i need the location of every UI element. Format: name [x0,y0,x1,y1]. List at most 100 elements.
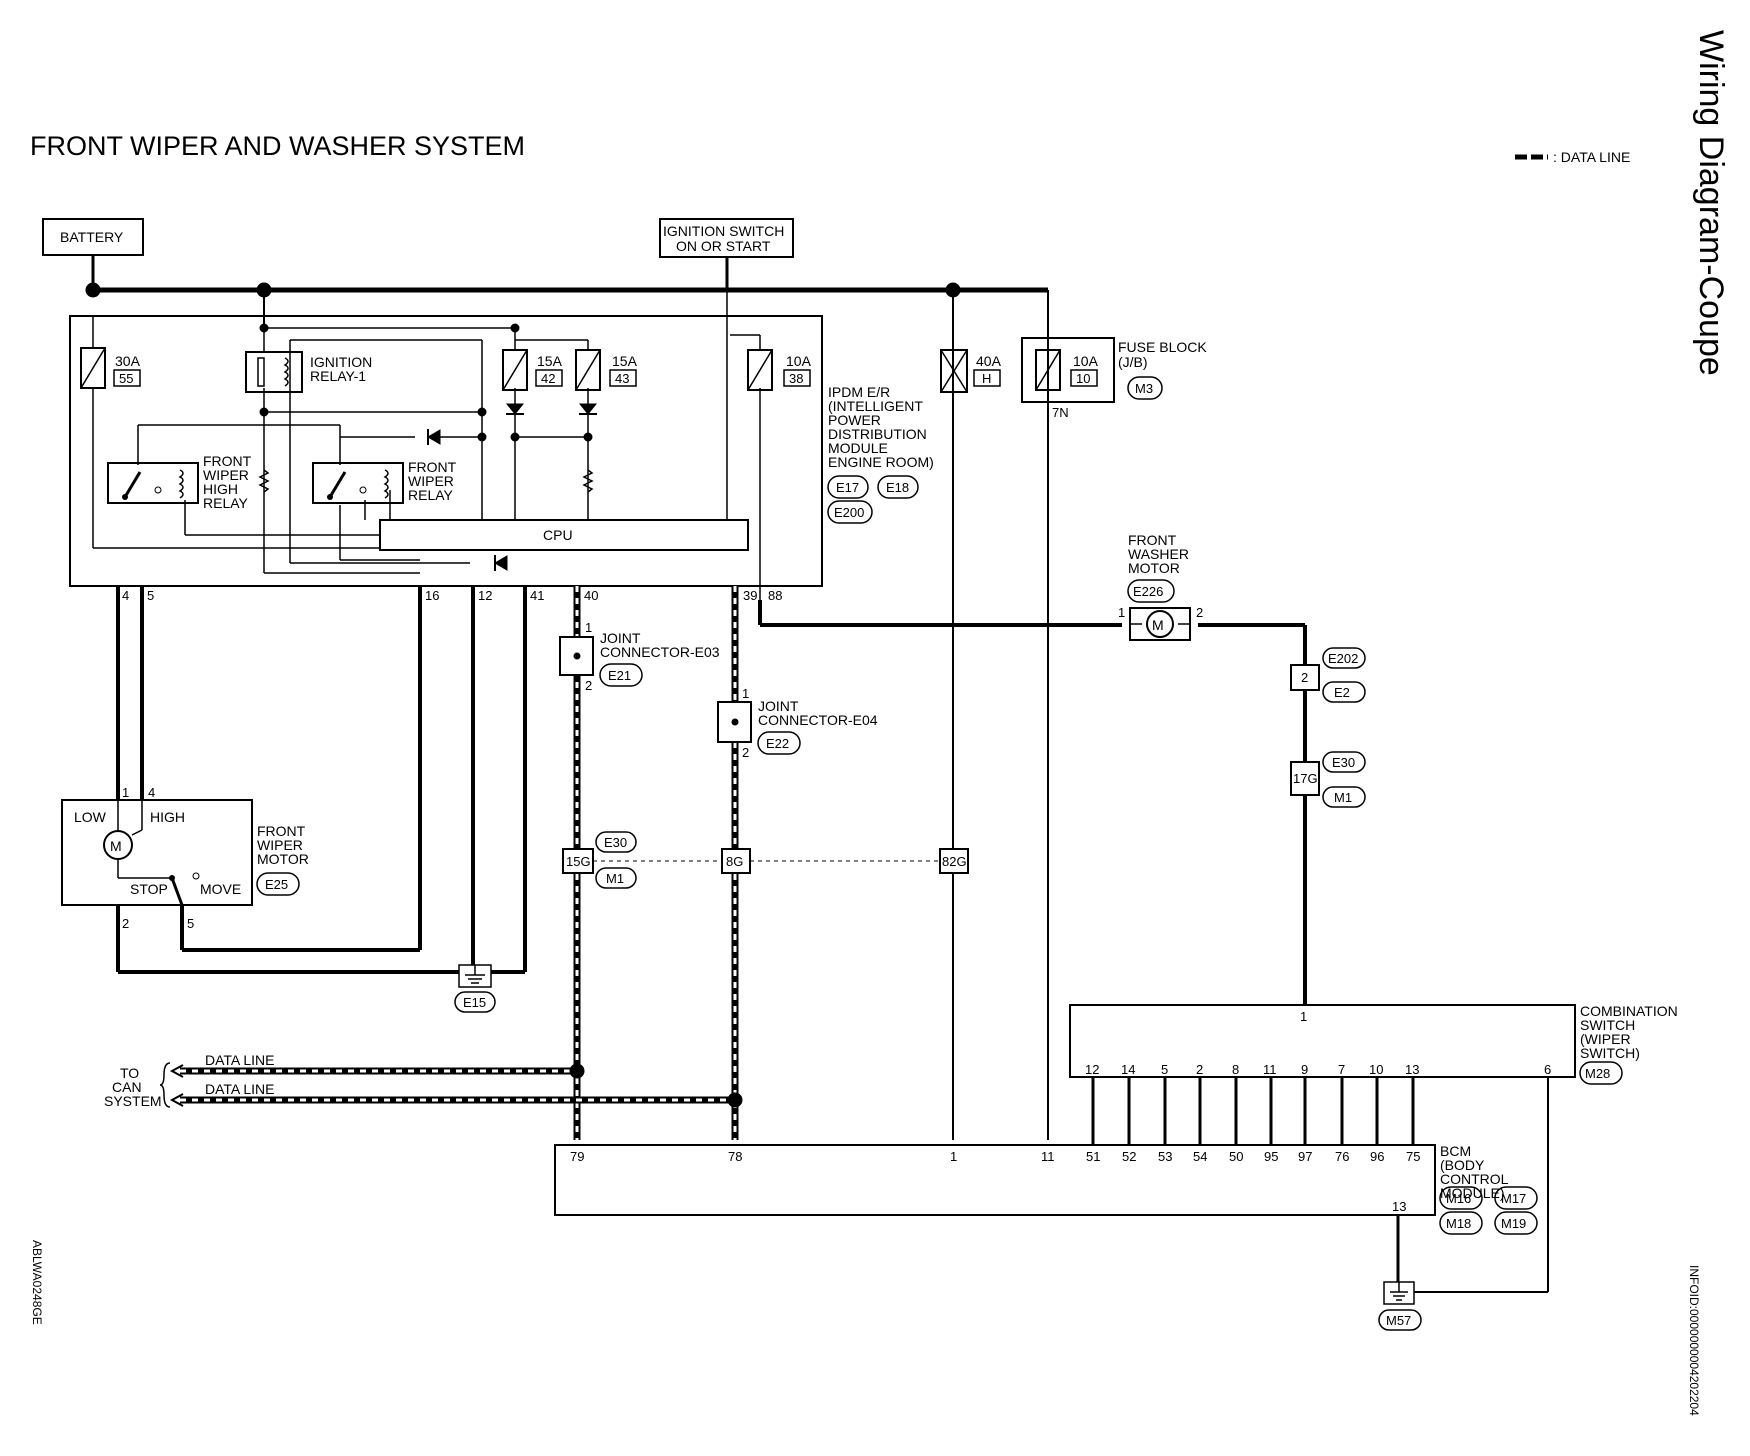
wiper-stop-label: STOP [130,881,168,897]
joint-connector-e03: 1 2 JOINT CONNECTOR-E03 E21 [559,620,720,693]
fuse-block-line1: FUSE BLOCK [1118,339,1207,355]
washer-pin-1: 1 [1118,605,1125,620]
fuse-40a-h: 40A H [940,349,1002,393]
fuse-40a-rating: 40A [976,353,1002,369]
ignition-relay: IGNITION RELAY-1 [245,351,372,393]
bcm-pin-1: 1 [950,1149,957,1164]
legend-label: : DATA LINE [1553,149,1630,165]
wiper-high-label: HIGH [150,809,185,825]
to-can-line3: SYSTEM [104,1093,162,1109]
combo-pin-2: 2 [1196,1062,1203,1077]
joint-e03-line1: JOINT [600,630,641,646]
ipdm-pin-39: 39 [743,588,757,603]
connector-e202: E202 [1328,651,1358,666]
joint-e04-pin2: 2 [742,745,749,760]
wiper-pin-5: 5 [187,916,194,931]
wiper-motor-line2: WIPER [257,837,303,853]
data-line-label-1: DATA LINE [205,1052,275,1068]
bcm-connector-m16: M16 [1446,1191,1471,1206]
front-wiper-motor: 1 4 2 5 LOW HIGH STOP MOVE M FRONT WIPER… [61,785,309,931]
high-relay-line3: HIGH [203,481,238,497]
wiper-motor-symbol: M [110,838,122,854]
ignition-relay-line2: RELAY-1 [310,368,366,384]
fuse-block: 10A 10 FUSE BLOCK (J/B) M3 7N [1021,337,1207,420]
ignition-switch-line2: ON OR START [676,238,771,254]
resistors [258,469,594,493]
ground-e15: E15 [454,964,496,1013]
ipdm-module [69,290,823,600]
info-id: INFOID:0000000004202204 [1687,1265,1701,1416]
ignition-relay-line1: IGNITION [310,354,372,370]
ipdm-line3: POWER [828,412,881,428]
combo-connector: M28 [1585,1066,1610,1081]
bcm-pin-78: 78 [728,1149,742,1164]
bcm-line4: MODULE) [1440,1185,1505,1201]
combo-line4: SWITCH) [1580,1045,1640,1061]
connector-15g: 15G [566,854,591,869]
wiper-pin-2: 2 [122,916,129,931]
combo-pin-12: 12 [1085,1062,1099,1077]
ipdm-connector-e17: E17 [836,480,859,495]
bcm-pin-13: 13 [1392,1199,1406,1214]
high-relay-line1: FRONT [203,453,252,469]
power-bus [85,255,1049,1140]
connector-e30-right: E30 [1332,755,1355,770]
to-can-line1: TO [120,1065,139,1081]
battery-label: BATTERY [60,229,124,245]
bcm-pin-97: 97 [1298,1149,1312,1164]
bcm-pin-51: 51 [1086,1149,1100,1164]
wiper-relay-line1: FRONT [408,459,457,475]
wiper-low-label: LOW [74,809,107,825]
fuse-15a-42-number: 42 [541,371,555,386]
wiper-motor-line1: FRONT [257,823,306,839]
bcm-pin-50: 50 [1229,1149,1243,1164]
ipdm-line4: DISTRIBUTION [828,426,927,442]
washer-motor-connector: E226 [1133,584,1163,599]
fuse-30a-number: 55 [119,371,133,386]
combo-top-pin: 1 [1300,1009,1307,1024]
combination-pin-labels: 12 14 5 2 8 11 9 7 10 13 6 [1085,1062,1551,1077]
washer-motor-symbol: M [1152,617,1164,633]
wiper-pin-4: 4 [148,785,155,800]
fuse-40a-number: H [982,371,991,386]
joint-e04-connector: E22 [766,736,789,751]
wiper-move-label: MOVE [200,881,241,897]
ipdm-line2: (INTELLIGENT [828,398,923,414]
bcm-pin-96: 96 [1370,1149,1384,1164]
combo-pin-14: 14 [1121,1062,1135,1077]
connector-2: 2 [1301,670,1308,685]
combo-pin-7: 7 [1338,1062,1345,1077]
joint-e03-connector: E21 [608,668,631,683]
combo-pin-13: 13 [1405,1062,1419,1077]
ignition-switch-box: IGNITION SWITCH ON OR START [659,218,794,258]
to-can-line2: CAN [112,1079,142,1095]
fuse-30a: 30A 55 [80,347,141,389]
ipdm-line6: ENGINE ROOM) [828,454,934,470]
bcm-connector-m19: M19 [1501,1216,1526,1231]
bcm-pin-labels: 79 78 1 11 51 52 53 54 50 95 97 76 96 75… [570,1149,1420,1214]
ipdm-pin-40: 40 [584,588,598,603]
joint-e04-line2: CONNECTOR-E04 [758,712,878,728]
connector-82g: 82G [942,854,967,869]
ipdm-pin-41: 41 [530,588,544,603]
fuse-15a-42-rating: 15A [537,353,563,369]
wiper-motor-connector: E25 [265,877,288,892]
bcm-module: BCM (BODY CONTROL MODULE) M16 M17 M18 M1… [554,1143,1538,1235]
ipdm-connector-e200: E200 [834,505,864,520]
data-line-legend: : DATA LINE [1515,149,1630,165]
bcm-pin-54: 54 [1193,1149,1207,1164]
right-inline-connectors: 2 E202 E2 17G E30 M1 [1290,647,1366,808]
washer-motor-line2: WASHER [1128,546,1189,562]
combo-line2: SWITCH [1580,1017,1635,1033]
wiper-relay-line3: RELAY [408,487,454,503]
joint-connector-e04: 1 2 JOINT CONNECTOR-E04 E22 [717,686,878,760]
bcm-connector-m18: M18 [1446,1216,1471,1231]
bcm-connector-m17: M17 [1501,1191,1526,1206]
joint-e03-line2: CONNECTOR-E03 [600,644,720,660]
cpu-label: CPU [543,527,573,543]
fuse-30a-rating: 30A [115,353,141,369]
joint-e04-pin1: 1 [742,686,749,701]
diagram-title: FRONT WIPER AND WASHER SYSTEM [30,131,525,161]
connector-8g: 8G [726,854,743,869]
